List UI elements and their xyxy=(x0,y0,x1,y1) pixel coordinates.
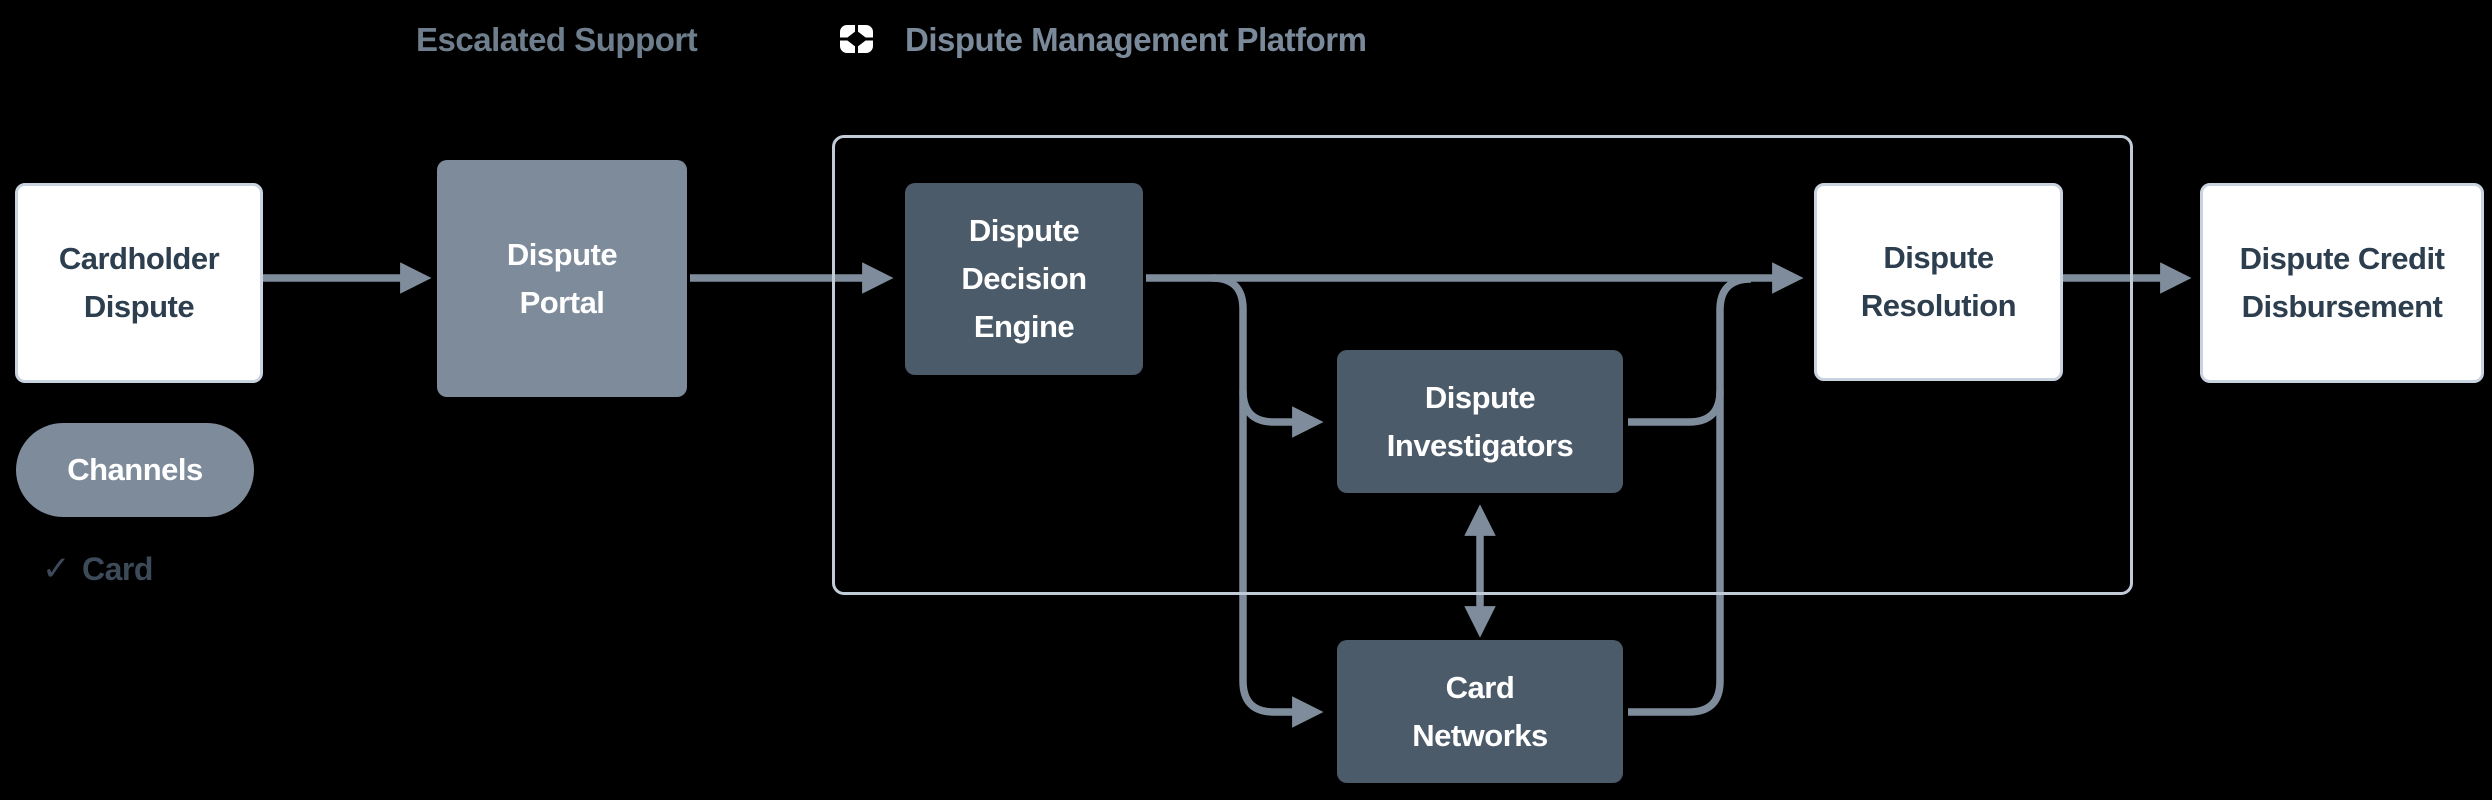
node-dispute-portal-label: Dispute Portal xyxy=(506,236,618,320)
node-dispute-investigators-label: Dispute Investigators xyxy=(1386,379,1574,463)
node-cardholder-dispute-label: Cardholder Dispute xyxy=(58,241,220,324)
channel-item-card: ✓ Card xyxy=(42,549,153,589)
node-dispute-investigators: Dispute Investigators xyxy=(1337,350,1623,493)
node-dispute-decision-engine-label: Dispute Decision Engine xyxy=(961,213,1087,344)
check-icon: ✓ xyxy=(42,550,71,588)
channels-badge-label: Channels xyxy=(67,452,203,487)
edge-card-networks-to-resolution xyxy=(1628,275,1752,716)
escalated-support-label: Escalated Support xyxy=(416,21,698,58)
node-dispute-resolution-label: Dispute Resolution xyxy=(1860,240,2017,323)
channels-badge: Channels xyxy=(16,423,254,517)
node-dispute-credit-disbursement-label: Dispute Credit Disbursement xyxy=(2239,241,2445,324)
node-card-networks: Card Networks xyxy=(1337,640,1623,783)
node-card-networks-label: Card Networks xyxy=(1412,669,1548,753)
edge-engine-to-investigators xyxy=(1239,390,1324,438)
platform-quadrant-icon xyxy=(840,25,873,53)
node-dispute-decision-engine: Dispute Decision Engine xyxy=(905,183,1143,375)
node-dispute-portal: Dispute Portal xyxy=(437,160,687,397)
node-dispute-resolution: Dispute Resolution xyxy=(1814,183,2063,381)
channel-item-card-label: Card xyxy=(82,550,153,587)
edge-engine-to-card-networks xyxy=(1211,274,1324,728)
node-dispute-credit-disbursement: Dispute Credit Disbursement xyxy=(2200,183,2484,383)
edge-investigators-to-resolution xyxy=(1628,390,1724,426)
platform-title-label: Dispute Management Platform xyxy=(905,21,1367,58)
node-cardholder-dispute: Cardholder Dispute xyxy=(15,183,263,383)
